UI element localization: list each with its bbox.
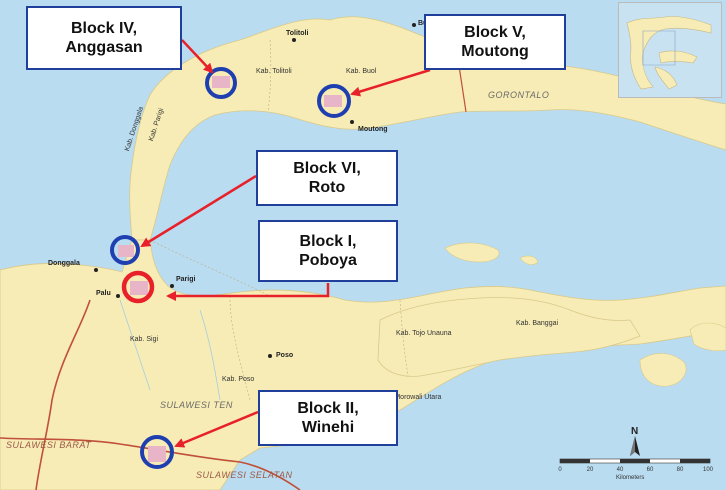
scale-tick-80: 80	[676, 467, 684, 473]
north-label: N	[631, 426, 639, 437]
land-eastern-arm	[377, 297, 641, 377]
callout-block4: Block IV, Anggasan	[26, 6, 182, 70]
callout-block6: Block VI, Roto	[256, 150, 398, 206]
block2-area	[148, 446, 166, 462]
label-kab-buol: Kab. Buol	[346, 68, 377, 75]
label-poso: Poso	[276, 352, 294, 359]
label-kab-poso: Kab. Poso	[222, 376, 255, 383]
dot-poso	[268, 354, 272, 358]
callout-block5-line2: Moutong	[461, 43, 529, 60]
island-peleng	[689, 322, 726, 352]
arrow-block1	[166, 283, 330, 301]
arrow-block2	[174, 410, 259, 448]
callout-block6-line1: Block VI,	[293, 160, 361, 177]
callout-block6-line2: Roto	[308, 179, 346, 196]
block2-ring	[140, 435, 174, 469]
block5-area	[324, 95, 342, 107]
dot-parigi	[170, 284, 174, 288]
scale-tick-40: 40	[616, 467, 624, 473]
label-donggala: Donggala	[48, 260, 80, 267]
arrow-block5	[350, 68, 431, 97]
block4-area	[212, 76, 230, 88]
label-parigi: Parigi	[176, 276, 196, 283]
scale-unit: Kilometers	[616, 475, 645, 481]
scale-bar: 0 20 40 60 80 100 Kilometers	[556, 458, 716, 484]
island-togean	[444, 242, 500, 263]
arrow-block4	[181, 39, 214, 74]
block6-area	[118, 245, 134, 257]
dot-buol	[412, 23, 416, 27]
land-northern-arm	[129, 16, 726, 241]
dot-palu	[116, 294, 120, 298]
label-sulawesi-selatan: SULAWESI SELATAN	[196, 470, 293, 480]
north-arrow-icon	[630, 436, 640, 456]
label-gorontalo: GORONTALO	[488, 90, 550, 100]
callout-block1: Block I, Poboya	[258, 220, 398, 282]
scale-tick-100: 100	[702, 467, 714, 473]
label-palu: Palu	[96, 290, 111, 297]
label-kab-banggai: Kab. Banggai	[516, 320, 559, 327]
label-kab-tojo-unauna: Kab. Tojo Unauna	[396, 330, 452, 337]
callout-block1-line2: Poboya	[299, 252, 357, 269]
label-kab-sigi: Kab. Sigi	[130, 336, 159, 343]
block5-ring	[317, 84, 351, 118]
regency-borders	[149, 39, 409, 401]
label-kab-tolitoli: Kab. Tolitoli	[256, 68, 292, 75]
callout-block2: Block II, Winehi	[258, 390, 398, 446]
rivers	[119, 299, 221, 401]
arrow-block6	[140, 174, 257, 248]
dot-donggala	[94, 268, 98, 272]
callout-block2-line2: Winehi	[301, 419, 355, 436]
north-arrow: N	[624, 426, 646, 458]
dot-tolitoli	[292, 38, 296, 42]
label-tolitoli: Tolitoli	[286, 30, 309, 37]
dot-moutong	[350, 120, 354, 124]
callout-block5: Block V, Moutong	[424, 14, 566, 70]
block6-ring	[110, 235, 140, 265]
callout-block4-line2: Anggasan	[65, 39, 143, 56]
scale-bar-graphic	[559, 458, 711, 464]
inset-map-graphic	[626, 16, 712, 90]
callout-block2-line1: Block II,	[297, 400, 359, 417]
inset-map	[618, 2, 722, 98]
scale-tick-0: 0	[558, 467, 562, 473]
label-sulawesi-tengah: SULAWESI TEN	[160, 400, 233, 410]
block1-ring	[121, 270, 155, 304]
scale-tick-20: 20	[586, 467, 594, 473]
scale-tick-60: 60	[646, 467, 654, 473]
label-sulawesi-barat: SULAWESI BARAT	[6, 440, 92, 450]
island-banggai	[639, 353, 687, 387]
callout-block5-line1: Block V,	[464, 24, 526, 41]
label-kab-morowali-utara: Kab. Morowali Utara	[378, 394, 442, 401]
block1-area	[130, 281, 148, 295]
label-moutong: Moutong	[358, 126, 388, 133]
island-small-1	[519, 255, 539, 265]
border-west	[35, 299, 91, 490]
callout-block4-line1: Block IV,	[70, 20, 138, 37]
block4-ring	[205, 67, 237, 99]
callout-block1-line1: Block I,	[299, 233, 357, 250]
